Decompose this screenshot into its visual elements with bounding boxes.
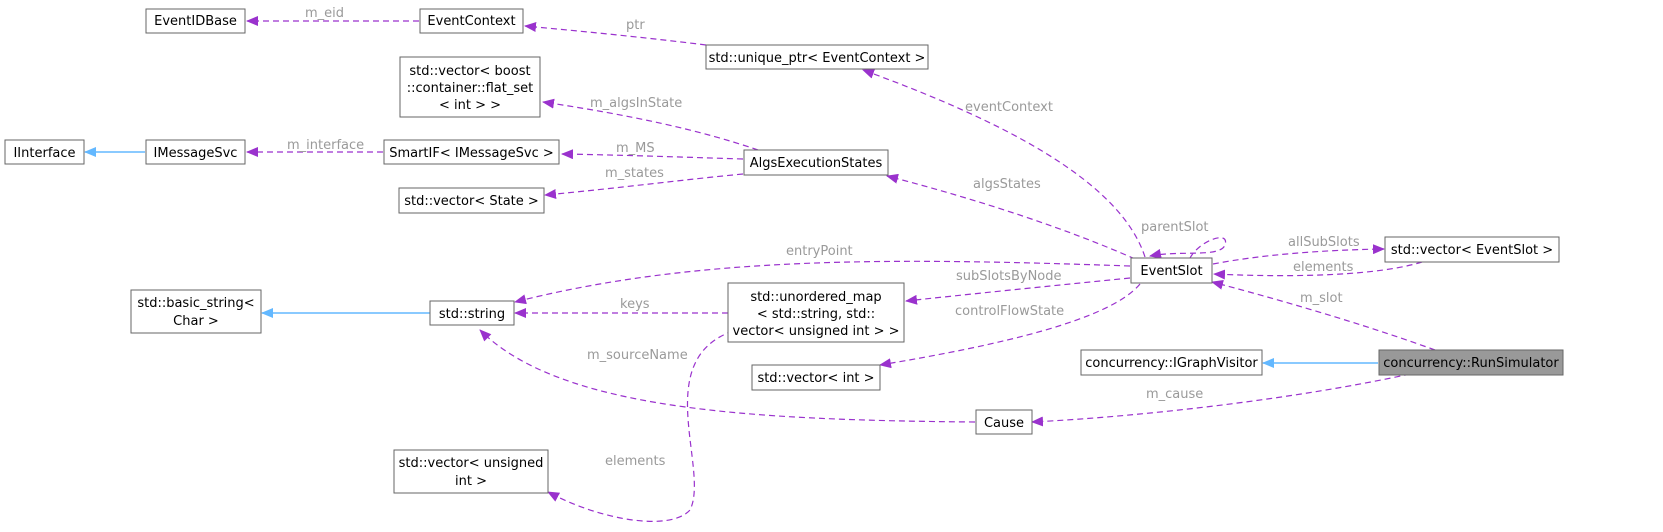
- svg-text:std::basic_string<: std::basic_string<: [137, 296, 254, 311]
- node-runsimulator[interactable]: concurrency::RunSimulator: [1378, 349, 1564, 376]
- node-imessagesvc[interactable]: IMessageSvc: [145, 139, 246, 165]
- edge-label-m-interface: m_interface: [287, 138, 364, 153]
- svg-text:vector< unsigned int > >: vector< unsigned int > >: [733, 324, 900, 339]
- edge-label-entrypoint: entryPoint: [786, 244, 853, 259]
- node-vector-unsigned-int[interactable]: std::vector< unsigned int >: [393, 449, 549, 494]
- node-vector-eventslot[interactable]: std::vector< EventSlot >: [1384, 236, 1560, 263]
- node-unordered-map[interactable]: std::unordered_map < std::string, std:: …: [727, 282, 905, 343]
- edge-label-elements-map: elements: [605, 454, 666, 469]
- edge-unorderedmap-vecunsigned: [547, 330, 734, 522]
- edge-eventslot-vecint: [879, 283, 1141, 369]
- edge-label-m-sourcename: m_sourceName: [587, 348, 688, 363]
- node-eventcontext[interactable]: EventContext: [419, 8, 524, 34]
- edge-runsimulator-cause: [1031, 373, 1411, 427]
- edge-label-ptr: ptr: [626, 18, 645, 33]
- svg-text:< int > >: < int > >: [439, 98, 501, 113]
- edge-label-controlflowstate: controlFlowState: [955, 304, 1064, 319]
- svg-text:int >: int >: [455, 474, 487, 489]
- edge-labels: m_eid ptr m_algsInState m_interface m_MS…: [287, 6, 1360, 469]
- svg-text:Char >: Char >: [173, 314, 219, 329]
- svg-text:std::vector< boost: std::vector< boost: [409, 64, 530, 79]
- svg-text:EventContext: EventContext: [427, 14, 515, 29]
- node-cause[interactable]: Cause: [975, 409, 1033, 435]
- node-vector-state[interactable]: std::vector< State >: [398, 187, 545, 214]
- edge-eventslot-uniqueptr: [862, 69, 1146, 258]
- edge-label-subslotsbynode: subSlotsByNode: [956, 269, 1062, 284]
- svg-text:std::vector< EventSlot >: std::vector< EventSlot >: [1391, 243, 1553, 258]
- edge-eventslot-algsexec: [886, 173, 1136, 260]
- svg-text:EventIDBase: EventIDBase: [154, 14, 237, 29]
- svg-text:IInterface: IInterface: [13, 146, 75, 161]
- edge-cause-stdstring: [479, 329, 976, 423]
- edge-algsexec-vecflatset: [542, 98, 759, 151]
- node-eventslot[interactable]: EventSlot: [1130, 257, 1213, 284]
- svg-text:std::unique_ptr< EventContext: std::unique_ptr< EventContext >: [709, 51, 926, 66]
- node-eventidbase[interactable]: EventIDBase: [145, 8, 246, 34]
- svg-text:std::string: std::string: [439, 307, 505, 322]
- edge-label-m-ms: m_MS: [616, 141, 655, 156]
- svg-text:SmartIF< IMessageSvc >: SmartIF< IMessageSvc >: [389, 146, 554, 161]
- edge-label-m-eid: m_eid: [305, 6, 344, 21]
- edge-uniqueptr-eventcontext: [524, 22, 707, 46]
- edge-algsexec-vecstate: [544, 173, 744, 199]
- edge-label-algsstates: algsStates: [973, 177, 1041, 192]
- svg-text:std::vector< State >: std::vector< State >: [404, 194, 539, 209]
- svg-text:Cause: Cause: [984, 416, 1024, 431]
- node-vector-flatset[interactable]: std::vector< boost ::container::flat_set…: [399, 56, 541, 118]
- edges: [84, 16, 1436, 522]
- edge-label-m-cause: m_cause: [1146, 387, 1203, 402]
- edge-label-eventcontext: eventContext: [965, 100, 1053, 115]
- edge-runsimulator-eventslot: [1211, 279, 1436, 351]
- edge-label-m-states: m_states: [605, 166, 664, 181]
- edge-eventslot-selfloop: [1149, 237, 1227, 259]
- svg-text:IMessageSvc: IMessageSvc: [154, 146, 238, 161]
- edge-algsexec-smartif: [561, 149, 744, 160]
- node-smartif-imessagesvc[interactable]: SmartIF< IMessageSvc >: [383, 139, 560, 165]
- edge-label-allsubslots: allSubSlots: [1288, 235, 1360, 250]
- node-basic-string[interactable]: std::basic_string< Char >: [130, 289, 262, 334]
- svg-text:concurrency::RunSimulator: concurrency::RunSimulator: [1383, 356, 1559, 371]
- edge-label-m-algsinstate: m_algsInState: [590, 96, 682, 111]
- edge-label-keys: keys: [620, 297, 650, 312]
- svg-text:std::vector< int >: std::vector< int >: [757, 371, 874, 386]
- svg-text:EventSlot: EventSlot: [1140, 264, 1202, 279]
- node-std-string[interactable]: std::string: [429, 300, 515, 326]
- edge-label-parentslot: parentSlot: [1141, 220, 1209, 235]
- node-igraphvisitor[interactable]: concurrency::IGraphVisitor: [1080, 349, 1263, 376]
- node-iinterface[interactable]: IInterface: [4, 139, 85, 165]
- edge-eventslot-unorderedmap: [905, 277, 1131, 305]
- edge-label-m-slot: m_slot: [1300, 291, 1343, 306]
- svg-text:AlgsExecutionStates: AlgsExecutionStates: [750, 156, 883, 171]
- svg-text:::container::flat_set: ::container::flat_set: [407, 81, 534, 96]
- edge-eventslot-stdstring-entrypoint: [514, 260, 1131, 305]
- svg-text:< std::string, std::: < std::string, std::: [757, 307, 875, 322]
- edge-label-elements-slot: elements: [1293, 260, 1354, 275]
- nodes: EventIDBase EventContext std::unique_ptr…: [4, 8, 1564, 494]
- node-uniqueptr-eventcontext[interactable]: std::unique_ptr< EventContext >: [705, 44, 929, 70]
- node-algsexecutionstates[interactable]: AlgsExecutionStates: [743, 149, 889, 176]
- svg-text:concurrency::IGraphVisitor: concurrency::IGraphVisitor: [1085, 356, 1258, 371]
- node-vector-int[interactable]: std::vector< int >: [751, 364, 881, 391]
- svg-text:std::vector< unsigned: std::vector< unsigned: [399, 456, 544, 471]
- svg-text:std::unordered_map: std::unordered_map: [750, 290, 881, 305]
